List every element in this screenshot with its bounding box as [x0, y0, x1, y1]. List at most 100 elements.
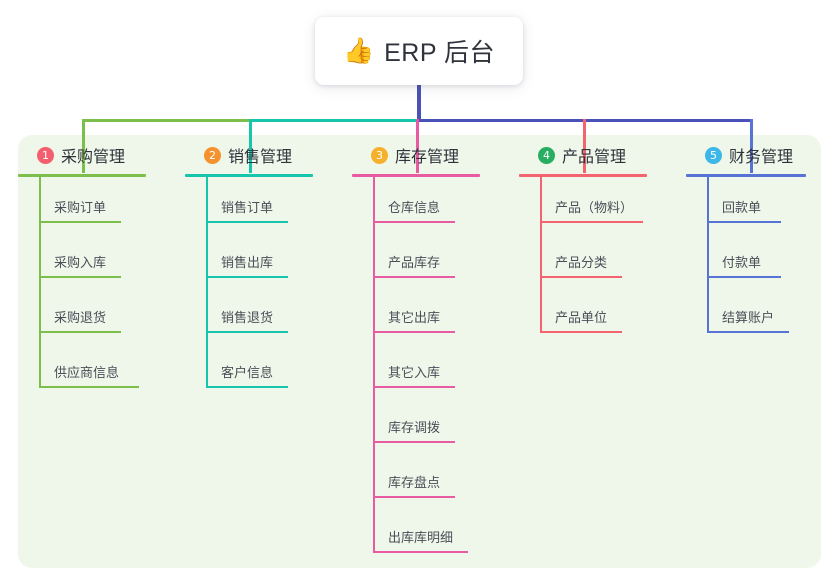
drop-line-column-1 [82, 119, 85, 173]
column-3: 3 库存管理仓库信息产品库存其它出库其它入库库存调拨库存盘点出库库明细 [352, 143, 480, 562]
menu-item-label: 采购退货 [54, 310, 107, 325]
column-spine-line [540, 177, 542, 333]
menu-item-rule [707, 276, 781, 278]
menu-item-label: 回款单 [722, 200, 762, 215]
menu-item-label: 产品分类 [555, 255, 608, 270]
menu-item-label: 供应商信息 [54, 365, 120, 380]
column-header-rule [185, 174, 313, 177]
root-node-erp-backend[interactable]: 👍 ERP 后台 [315, 17, 523, 85]
menu-item-rule [39, 276, 121, 278]
menu-item[interactable]: 仓库信息 [352, 177, 480, 232]
column-spine-line [707, 177, 709, 333]
menu-item-label: 采购入库 [54, 255, 107, 270]
menu-item[interactable]: 产品单位 [519, 287, 647, 342]
badge-number-icon: 3 [371, 146, 388, 164]
drop-line-column-2 [249, 119, 252, 173]
menu-item-label: 付款单 [722, 255, 762, 270]
menu-item-rule [707, 331, 789, 333]
menu-item-label: 结算账户 [722, 310, 775, 325]
menu-item-label: 其它入库 [388, 365, 441, 380]
menu-item[interactable]: 其它出库 [352, 287, 480, 342]
menu-item[interactable]: 销售退货 [185, 287, 313, 342]
menu-item-label: 客户信息 [221, 365, 274, 380]
menu-item-label: 其它出库 [388, 310, 441, 325]
menu-item[interactable]: 出库库明细 [352, 507, 480, 562]
column-spine-line [373, 177, 375, 553]
drop-line-column-5 [750, 119, 753, 173]
column-header-2[interactable]: 2 销售管理 [185, 143, 313, 167]
menu-item-rule [707, 221, 781, 223]
menu-item[interactable]: 回款单 [686, 177, 806, 232]
menu-item-label: 产品（物料） [555, 200, 634, 215]
menu-item[interactable]: 付款单 [686, 232, 806, 287]
menu-item[interactable]: 采购入库 [18, 232, 146, 287]
menu-item[interactable]: 库存盘点 [352, 452, 480, 507]
root-stem-line [417, 85, 421, 122]
menu-item-label: 销售退货 [221, 310, 274, 325]
bus-segment-2 [249, 119, 416, 122]
menu-item[interactable]: 结算账户 [686, 287, 806, 342]
menu-item-rule [206, 221, 288, 223]
drop-line-column-4 [583, 119, 586, 173]
column-items-5: 回款单付款单结算账户 [686, 177, 806, 342]
column-spine-line [39, 177, 41, 388]
menu-item-rule [373, 386, 455, 388]
badge-number-icon: 2 [204, 146, 221, 164]
menu-item[interactable]: 销售订单 [185, 177, 313, 232]
column-items-3: 仓库信息产品库存其它出库其它入库库存调拨库存盘点出库库明细 [352, 177, 480, 562]
column-2: 2 销售管理销售订单销售出库销售退货客户信息 [185, 143, 313, 397]
menu-item-rule [39, 386, 139, 388]
menu-item-label: 销售订单 [221, 200, 274, 215]
menu-item[interactable]: 库存调拨 [352, 397, 480, 452]
menu-item-rule [373, 331, 455, 333]
menu-item-rule [206, 386, 288, 388]
menu-item-label: 出库库明细 [388, 530, 454, 545]
column-items-1: 采购订单采购入库采购退货供应商信息 [18, 177, 146, 397]
menu-item-rule [373, 496, 455, 498]
menu-item-rule [206, 331, 288, 333]
column-header-rule [686, 174, 806, 177]
menu-item[interactable]: 产品（物料） [519, 177, 647, 232]
menu-item-rule [39, 221, 121, 223]
bus-segment-1 [82, 119, 249, 122]
menu-item[interactable]: 采购退货 [18, 287, 146, 342]
column-header-5[interactable]: 5 财务管理 [686, 143, 806, 167]
menu-item[interactable]: 其它入库 [352, 342, 480, 397]
menu-item-rule [373, 221, 455, 223]
menu-item[interactable]: 产品库存 [352, 232, 480, 287]
menu-item-rule [373, 551, 468, 553]
menu-item-label: 库存盘点 [388, 475, 441, 490]
menu-item-rule [540, 276, 622, 278]
menu-item-rule [540, 331, 622, 333]
drop-line-column-3 [416, 119, 419, 173]
menu-item[interactable]: 产品分类 [519, 232, 647, 287]
column-title: 库存管理 [395, 149, 460, 166]
menu-item-label: 仓库信息 [388, 200, 441, 215]
badge-number-icon: 5 [705, 146, 722, 164]
badge-number-icon: 4 [538, 146, 555, 164]
menu-item-rule [373, 441, 455, 443]
column-5: 5 财务管理回款单付款单结算账户 [686, 143, 806, 342]
menu-item[interactable]: 采购订单 [18, 177, 146, 232]
root-node-title: ERP 后台 [384, 39, 496, 67]
column-spine-line [206, 177, 208, 388]
menu-item[interactable]: 供应商信息 [18, 342, 146, 397]
thumbs-up-icon: 👍 [342, 36, 375, 65]
menu-item[interactable]: 客户信息 [185, 342, 313, 397]
menu-item[interactable]: 销售出库 [185, 232, 313, 287]
menu-item-label: 库存调拨 [388, 420, 441, 435]
column-items-4: 产品（物料） 产品分类产品单位 [519, 177, 647, 342]
column-header-rule [18, 174, 146, 177]
menu-item-label: 产品单位 [555, 310, 608, 325]
menu-item-rule [540, 221, 643, 223]
column-header-rule [519, 174, 647, 177]
column-header-rule [352, 174, 480, 177]
column-title: 销售管理 [228, 149, 293, 166]
menu-item-rule [206, 276, 288, 278]
column-title: 财务管理 [729, 149, 794, 166]
column-header-3[interactable]: 3 库存管理 [352, 143, 480, 167]
